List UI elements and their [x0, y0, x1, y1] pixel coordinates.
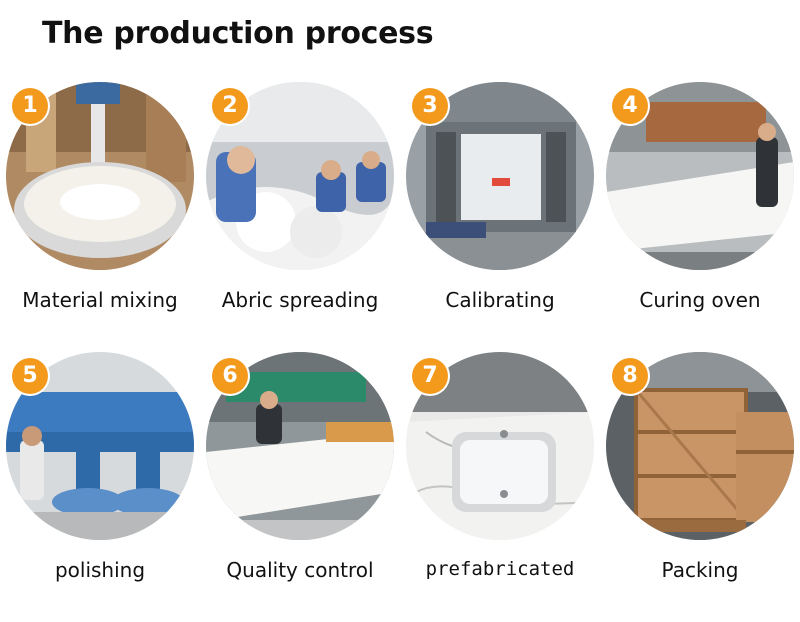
step-prefabricated: 7 prefabricated: [400, 352, 600, 602]
step-label: prefabricated: [425, 558, 575, 580]
step-curing-oven: 4 Curing oven: [600, 82, 800, 332]
step-label: Quality control: [226, 558, 374, 582]
step-quality-control: 6 Quality control: [200, 352, 400, 602]
step-label: Calibrating: [445, 288, 555, 312]
page-title: The production process: [42, 16, 434, 51]
step-number-badge: 5: [12, 358, 48, 394]
step-number-badge: 8: [612, 358, 648, 394]
step-material-mixing: 1 Material mixing: [0, 82, 200, 332]
step-label: Curing oven: [639, 288, 761, 312]
step-label: polishing: [54, 558, 146, 582]
prefabricated-photo: [406, 352, 594, 540]
step-label: Material mixing: [22, 288, 178, 312]
step-number-badge: 2: [212, 88, 248, 124]
step-label: Packing: [661, 558, 739, 582]
step-label: Abric spreading: [221, 288, 379, 312]
step-polishing: 5 polishing: [0, 352, 200, 602]
step-abric-spreading: 2 Abric spreading: [200, 82, 400, 332]
spreading-photo: [206, 82, 394, 270]
step-number-badge: 6: [212, 358, 248, 394]
step-calibrating: 3 Calibrating: [400, 82, 600, 332]
step-number-badge: 3: [412, 88, 448, 124]
step-number-badge: 7: [412, 358, 448, 394]
step-number-badge: 1: [12, 88, 48, 124]
step-packing: 8 Packing: [600, 352, 800, 602]
step-number-badge: 4: [612, 88, 648, 124]
